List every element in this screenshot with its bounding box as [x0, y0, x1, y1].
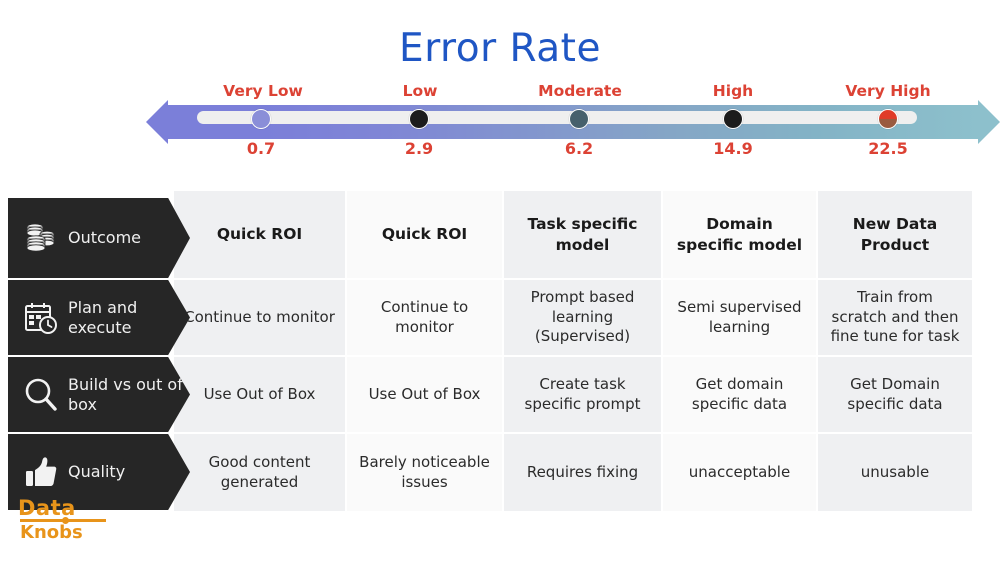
- table-cell: Get domain specific data: [663, 357, 816, 432]
- table-cell: Good content generated: [174, 434, 345, 511]
- table-cell: Requires fixing: [504, 434, 661, 511]
- table-header-cell: Quick ROI: [174, 191, 345, 278]
- scale-label-row: Very Low Low Moderate High Very High: [0, 82, 1000, 102]
- table-column-4: Domain specific model Semi supervised le…: [663, 191, 816, 511]
- table-cell: Prompt based learning (Supervised): [504, 280, 661, 355]
- scale-rail: [197, 111, 917, 124]
- table-cell: Continue to monitor: [347, 280, 502, 355]
- logo-text-bottom: Knobs: [20, 522, 83, 543]
- scale-value-low: 2.9: [404, 139, 434, 158]
- logo-divider-icon: [20, 517, 106, 524]
- scale-marker-very-low[interactable]: [251, 109, 271, 129]
- table-header-cell: New Data Product: [818, 191, 972, 278]
- comparison-table: Quick ROI Continue to monitor Use Out of…: [174, 191, 972, 511]
- table-cell: Use Out of Box: [174, 357, 345, 432]
- scale-marker-high[interactable]: [723, 109, 743, 129]
- scale-label-very-low: Very Low: [223, 82, 303, 100]
- magnifier-icon: [14, 357, 68, 432]
- table-header-cell: Domain specific model: [663, 191, 816, 278]
- row-label-text: Quality: [68, 462, 126, 482]
- scale-value-moderate: 6.2: [564, 139, 594, 158]
- error-rate-scale: Very Low Low Moderate High Very High 0.7…: [0, 82, 1000, 170]
- row-label-text: Build vs out of box: [68, 375, 183, 414]
- table-header-cell: Task specific model: [504, 191, 661, 278]
- scale-label-high: High: [712, 82, 754, 100]
- row-label-quality[interactable]: Quality: [8, 434, 190, 510]
- row-label-text: Plan and execute: [68, 298, 138, 337]
- calendar-clock-icon: [14, 280, 68, 355]
- table-header-cell: Quick ROI: [347, 191, 502, 278]
- scale-value-row: 0.7 2.9 6.2 14.9 22.5: [0, 139, 1000, 159]
- table-cell: unusable: [818, 434, 972, 511]
- row-label-outcome[interactable]: Outcome: [8, 198, 190, 278]
- page-title: Error Rate: [399, 26, 601, 71]
- scale-marker-moderate[interactable]: [569, 109, 589, 129]
- table-cell: Train from scratch and then fine tune fo…: [818, 280, 972, 355]
- scale-label-low: Low: [402, 82, 438, 100]
- scale-marker-very-high[interactable]: [878, 109, 898, 129]
- table-cell: Create task specific prompt: [504, 357, 661, 432]
- scale-value-very-low: 0.7: [246, 139, 276, 158]
- table-column-1: Quick ROI Continue to monitor Use Out of…: [174, 191, 345, 511]
- arrow-right-tip-icon: [978, 100, 1000, 144]
- table-column-5: New Data Product Train from scratch and …: [818, 191, 972, 511]
- scale-value-high: 14.9: [713, 139, 753, 158]
- thumbs-up-icon: [14, 434, 68, 510]
- row-label-text: Outcome: [68, 228, 142, 248]
- row-label-plan-and-execute[interactable]: Plan and execute: [8, 280, 190, 355]
- table-cell: Semi supervised learning: [663, 280, 816, 355]
- scale-marker-low[interactable]: [409, 109, 429, 129]
- coins-stack-icon: [14, 198, 68, 278]
- brand-logo[interactable]: Data Knobs: [18, 498, 128, 544]
- table-column-2: Quick ROI Continue to monitor Use Out of…: [347, 191, 502, 511]
- table-column-3: Task specific model Prompt based learnin…: [504, 191, 661, 511]
- table-cell: Get Domain specific data: [818, 357, 972, 432]
- scale-label-very-high: Very High: [845, 82, 931, 100]
- table-cell: unacceptable: [663, 434, 816, 511]
- arrow-left-tip-icon: [146, 100, 168, 144]
- table-cell: Continue to monitor: [174, 280, 345, 355]
- logo-text-top: Data: [18, 496, 76, 520]
- table-cell: Use Out of Box: [347, 357, 502, 432]
- row-label-build-vs-out-of-box[interactable]: Build vs out of box: [8, 357, 190, 432]
- table-cell: Barely noticeable issues: [347, 434, 502, 511]
- scale-label-moderate: Moderate: [538, 82, 622, 100]
- scale-value-very-high: 22.5: [868, 139, 908, 158]
